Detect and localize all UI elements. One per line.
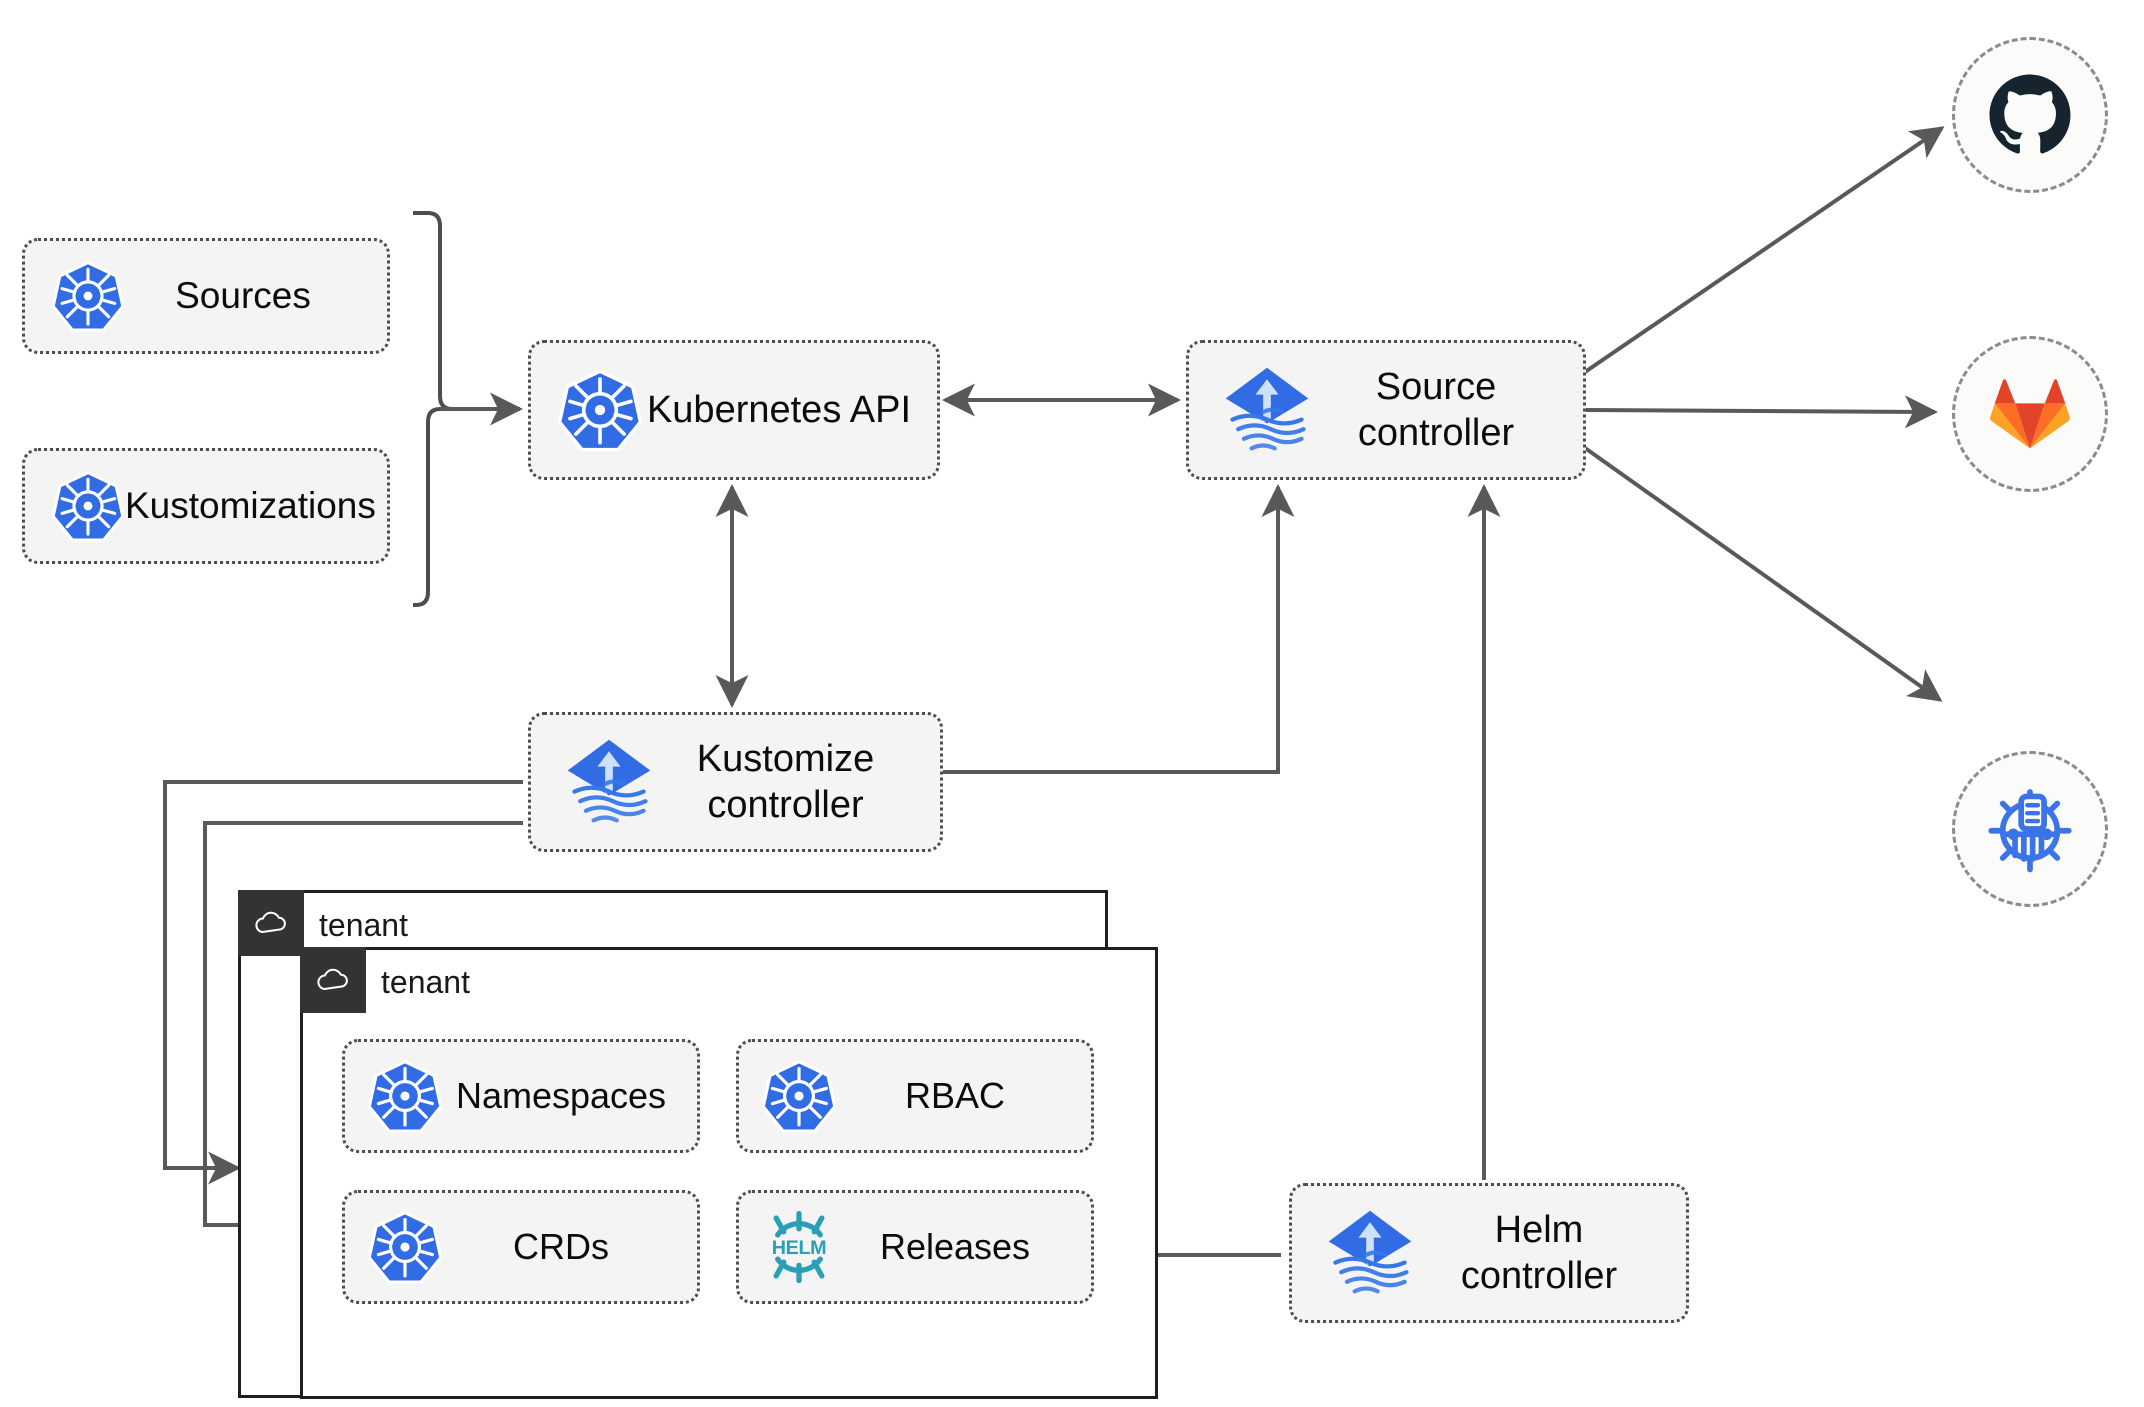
kubernetes-icon: [51, 259, 125, 333]
source-controller-box[interactable]: Source controller: [1186, 340, 1586, 480]
resource-box-kustomizations[interactable]: Kustomizations: [22, 448, 390, 564]
tenant-label-front: tenant: [381, 964, 470, 1000]
kustomize-controller-box[interactable]: Kustomize controller: [528, 712, 943, 852]
tenant-header-back: [238, 890, 304, 956]
tenant-resource-namespaces[interactable]: Namespaces: [342, 1039, 700, 1153]
tenant-label-back: tenant: [319, 907, 408, 943]
tenant-resource-label: CRDs: [513, 1226, 609, 1268]
kustomize-controller-label: Kustomize controller: [696, 737, 875, 826]
tenant-frame-front[interactable]: tenant: [300, 947, 1158, 1399]
cloud-icon: [317, 968, 348, 990]
kubernetes-api-label: Kubernetes API: [646, 388, 912, 431]
provider-helm-repository[interactable]: [1952, 751, 2108, 907]
tenant-header-front: [300, 947, 366, 1013]
gitlab-icon: [1990, 379, 2070, 449]
kubernetes-icon: [51, 469, 125, 543]
kubernetes-icon: [367, 1209, 443, 1285]
tenant-resource-label: RBAC: [904, 1075, 1006, 1117]
kubernetes-icon: [367, 1058, 443, 1134]
resource-box-sources[interactable]: Sources: [22, 238, 390, 354]
source-controller-label: Source controller: [1357, 365, 1515, 454]
kubernetes-icon: [557, 367, 643, 453]
cloud-icon: [255, 911, 286, 933]
provider-github[interactable]: [1952, 37, 2108, 193]
tenant-resource-label: Releases: [879, 1226, 1031, 1268]
kubernetes-icon: [761, 1058, 837, 1134]
resource-label: Sources: [175, 275, 311, 317]
kubernetes-api-box[interactable]: Kubernetes API: [528, 340, 940, 480]
helm-icon: HELM: [761, 1209, 837, 1285]
github-icon: [1989, 74, 2071, 154]
helm-controller-box[interactable]: Helm controller: [1289, 1183, 1689, 1323]
svg-text:HELM: HELM: [772, 1237, 826, 1259]
provider-gitlab[interactable]: [1952, 336, 2108, 492]
tenant-resource-releases[interactable]: HELM Releases: [736, 1190, 1094, 1304]
helm-repository-icon: [1988, 789, 2072, 873]
tenant-resource-crds[interactable]: CRDs: [342, 1190, 700, 1304]
flux-icon: [1322, 1205, 1418, 1301]
tenant-resource-label: Namespaces: [455, 1075, 667, 1117]
tenant-resource-rbac[interactable]: RBAC: [736, 1039, 1094, 1153]
helm-controller-label: Helm controller: [1460, 1208, 1618, 1297]
flux-icon: [561, 734, 657, 830]
resource-label: Kustomizations: [125, 485, 376, 527]
flux-icon: [1219, 362, 1315, 458]
